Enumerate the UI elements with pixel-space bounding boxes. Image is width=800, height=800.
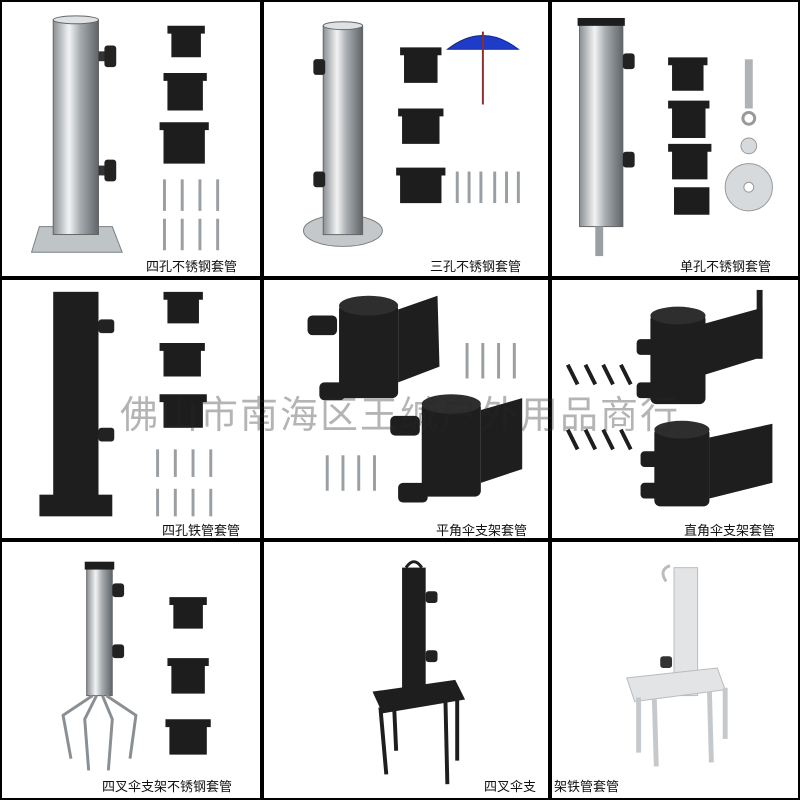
stainless-tube-umbrella-image bbox=[303, 21, 520, 247]
product-card-four-prong-stainless: 四叉伞支架不锈钢套管 bbox=[0, 540, 262, 800]
product-caption: 四孔铁管套管 bbox=[160, 524, 243, 539]
four-prong-iron-image bbox=[372, 560, 466, 785]
product-card-four-prong-galvanized: 架铁管套管 bbox=[550, 540, 800, 800]
product-caption: 直角伞支架套管 bbox=[682, 524, 778, 539]
product-card-three-hole-stainless: 三孔不锈钢套管 bbox=[262, 0, 550, 278]
iron-tube-image bbox=[39, 291, 213, 517]
product-caption: 四孔不锈钢套管 bbox=[144, 260, 240, 275]
product-card-flat-bracket: 平角伞支架套管 bbox=[262, 278, 550, 540]
four-prong-galvanized-image bbox=[626, 564, 728, 767]
product-caption: 三孔不锈钢套管 bbox=[428, 260, 524, 275]
product-card-right-angle-bracket: 直角伞支架套管 bbox=[550, 278, 800, 540]
stainless-tube-image bbox=[30, 15, 220, 253]
product-caption: 单孔不锈钢套管 bbox=[678, 260, 774, 275]
product-caption: 四叉伞支架不锈钢套管 bbox=[100, 780, 235, 795]
product-caption: 架铁管套管 bbox=[552, 780, 622, 795]
single-hole-tube-image bbox=[577, 17, 773, 257]
product-card-four-hole-stainless: 四孔不锈钢套管 bbox=[0, 0, 262, 278]
right-angle-bracket-image bbox=[565, 289, 773, 507]
product-caption: 平角伞支架套管 bbox=[434, 524, 530, 539]
product-caption: 四叉伞支 bbox=[482, 780, 539, 795]
product-card-four-hole-iron: 四孔铁管套管 bbox=[0, 278, 262, 540]
product-card-single-hole-stainless: 单孔不锈钢套管 bbox=[550, 0, 800, 278]
flat-bracket-image bbox=[307, 295, 523, 503]
product-card-four-prong-iron: 四叉伞支 bbox=[262, 540, 550, 800]
four-prong-stainless-image bbox=[61, 561, 211, 771]
